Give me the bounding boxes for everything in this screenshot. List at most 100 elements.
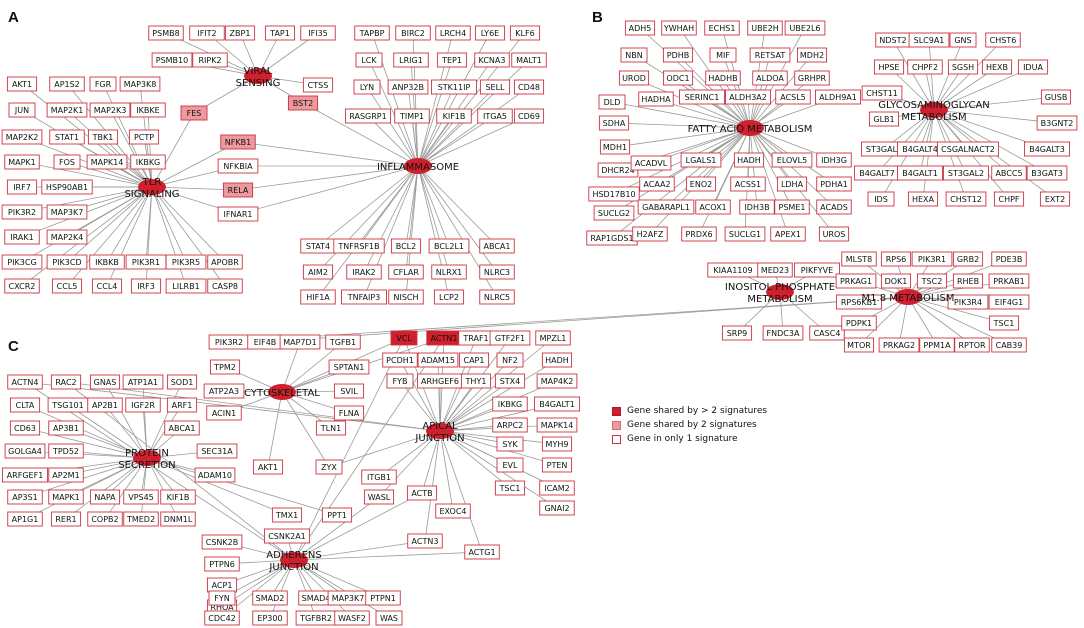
gene-box xyxy=(662,47,694,63)
gene-box xyxy=(407,533,443,549)
gene-label: PCDH1 xyxy=(386,356,414,365)
gene-box xyxy=(539,500,575,516)
gene-node-traf1: TRAF1 xyxy=(458,330,494,346)
gene-label: CASP8 xyxy=(212,282,238,291)
gene-box xyxy=(355,52,383,68)
gene-node-wasl: WASL xyxy=(363,489,395,505)
gene-box xyxy=(496,436,524,452)
edge-cd69-infl xyxy=(417,115,530,167)
gene-node-ripk2: RIPK2 xyxy=(192,52,228,68)
gene-node-was: WAS xyxy=(375,610,403,626)
gene-label: MAPK14 xyxy=(541,421,574,430)
gene-label: CHST11 xyxy=(866,89,898,98)
gene-node-b4galt7: B4GALT7 xyxy=(854,165,901,181)
gene-node-map2k2: MAP2K2 xyxy=(1,129,43,145)
gene-label: FOS xyxy=(59,158,75,167)
edge-actg1-apical xyxy=(439,430,483,553)
gene-label: IFIT2 xyxy=(197,29,216,38)
gene-box xyxy=(333,405,365,421)
gene-box xyxy=(433,289,465,305)
gene-box xyxy=(4,229,40,245)
hub-fatty: FATTY ACID METABOLISM xyxy=(688,120,812,136)
gene-box xyxy=(48,467,84,483)
gene-label: IRF7 xyxy=(13,183,31,192)
gene-box xyxy=(315,420,347,436)
gene-node-pik3cd: PIK3CD xyxy=(46,254,88,270)
gene-box xyxy=(841,251,877,267)
gene-box xyxy=(46,102,88,118)
gene-label: ITGB1 xyxy=(367,473,391,482)
edge-irf3-tlr xyxy=(145,186,153,287)
gene-label: IDUA xyxy=(1023,63,1043,72)
edge-bcl2l1-infl xyxy=(417,165,450,247)
edge-copb2-prot xyxy=(104,457,148,520)
gene-box xyxy=(541,457,573,473)
gene-node-pik3r4: PIK3R4 xyxy=(947,294,989,310)
gene-box xyxy=(353,79,381,95)
gene-label: B4GALT3 xyxy=(1029,145,1065,154)
gene-label: PIKFYVE xyxy=(801,266,833,275)
gene-label: B3GAT3 xyxy=(1031,169,1063,178)
gene-label: LILRB1 xyxy=(172,282,199,291)
gene-box xyxy=(770,226,806,242)
gene-node-rap1gds1: RAP1GDS1 xyxy=(586,230,638,246)
gene-node-chpf: CHPF xyxy=(993,191,1025,207)
gene-label: BCL2 xyxy=(396,242,416,251)
gene-label: IKBKB xyxy=(95,258,119,267)
gene-node-acaa2: ACAA2 xyxy=(639,176,675,192)
gene-node-cdc42: CDC42 xyxy=(204,610,240,626)
gene-node-rptor: RPTOR xyxy=(954,337,990,353)
gene-label: B3GNT2 xyxy=(1041,119,1074,128)
gene-node-hsp90ab1: HSP90AB1 xyxy=(41,179,93,195)
gene-box xyxy=(315,459,343,475)
gene-label: VCL xyxy=(396,334,412,343)
gene-node-kif1b: KIF1B xyxy=(436,108,472,124)
gene-box xyxy=(128,129,160,145)
gene-box xyxy=(382,352,418,368)
gene-box xyxy=(937,141,999,157)
gene-label: FLNA xyxy=(339,409,360,418)
gene-label: BCL2L1 xyxy=(434,242,464,251)
gene-node-adam10: ADAM10 xyxy=(194,467,236,483)
gene-box xyxy=(534,396,581,412)
edge-sell-infl xyxy=(417,86,496,167)
gene-label: KIF1B xyxy=(167,493,190,502)
gene-node-exoc4: EXOC4 xyxy=(435,503,471,519)
gene-box xyxy=(51,278,83,294)
gene-label: GNS xyxy=(954,36,971,45)
gene-node-itga5: ITGA5 xyxy=(477,108,513,124)
gene-node-kif1b: KIF1B xyxy=(160,489,196,505)
gene-node-dld: DLD xyxy=(598,94,626,110)
hub-label: TLR xyxy=(142,177,162,188)
gene-node-b4galt1: B4GALT1 xyxy=(897,165,944,181)
gene-box xyxy=(818,226,850,242)
legend-swatch-low xyxy=(612,434,621,444)
edge-ikbkb-tlr xyxy=(106,186,153,263)
gene-node-birc2: BIRC2 xyxy=(395,25,431,41)
gene-box xyxy=(479,289,515,305)
edge-cap1-apical xyxy=(439,359,475,432)
gene-label: GNAI2 xyxy=(544,504,569,513)
gene-box xyxy=(346,264,382,280)
gene-label: ARHGEF6 xyxy=(421,377,459,386)
gene-label: PRKAG2 xyxy=(883,341,915,350)
edge-pik3r2-m18 xyxy=(228,296,909,343)
gene-label: BST2 xyxy=(293,99,313,108)
gene-label: AP3S1 xyxy=(12,493,38,502)
edge-prkag2-m18 xyxy=(898,296,909,346)
gene-node-ikbkb: IKBKB xyxy=(89,254,125,270)
gene-label: THY1 xyxy=(465,377,487,386)
gene-label: IFI35 xyxy=(308,29,328,38)
gene-box xyxy=(733,152,765,168)
gene-box xyxy=(492,396,528,412)
gene-node-pcdh1: PCDH1 xyxy=(382,352,418,368)
gene-label: MAPK1 xyxy=(8,158,36,167)
gene-box xyxy=(1,204,43,220)
edge-zyx-cyto xyxy=(281,391,330,468)
gene-node-eif4g1: EIF4G1 xyxy=(988,294,1030,310)
gene-node-ap3b1: AP3B1 xyxy=(48,420,84,436)
gene-node-hpse: HPSE xyxy=(873,59,905,75)
gene-label: RPTOR xyxy=(958,341,986,350)
gene-node-stk11ip: STK11IP xyxy=(431,79,478,95)
gene-label: MAP2K3 xyxy=(94,106,127,115)
